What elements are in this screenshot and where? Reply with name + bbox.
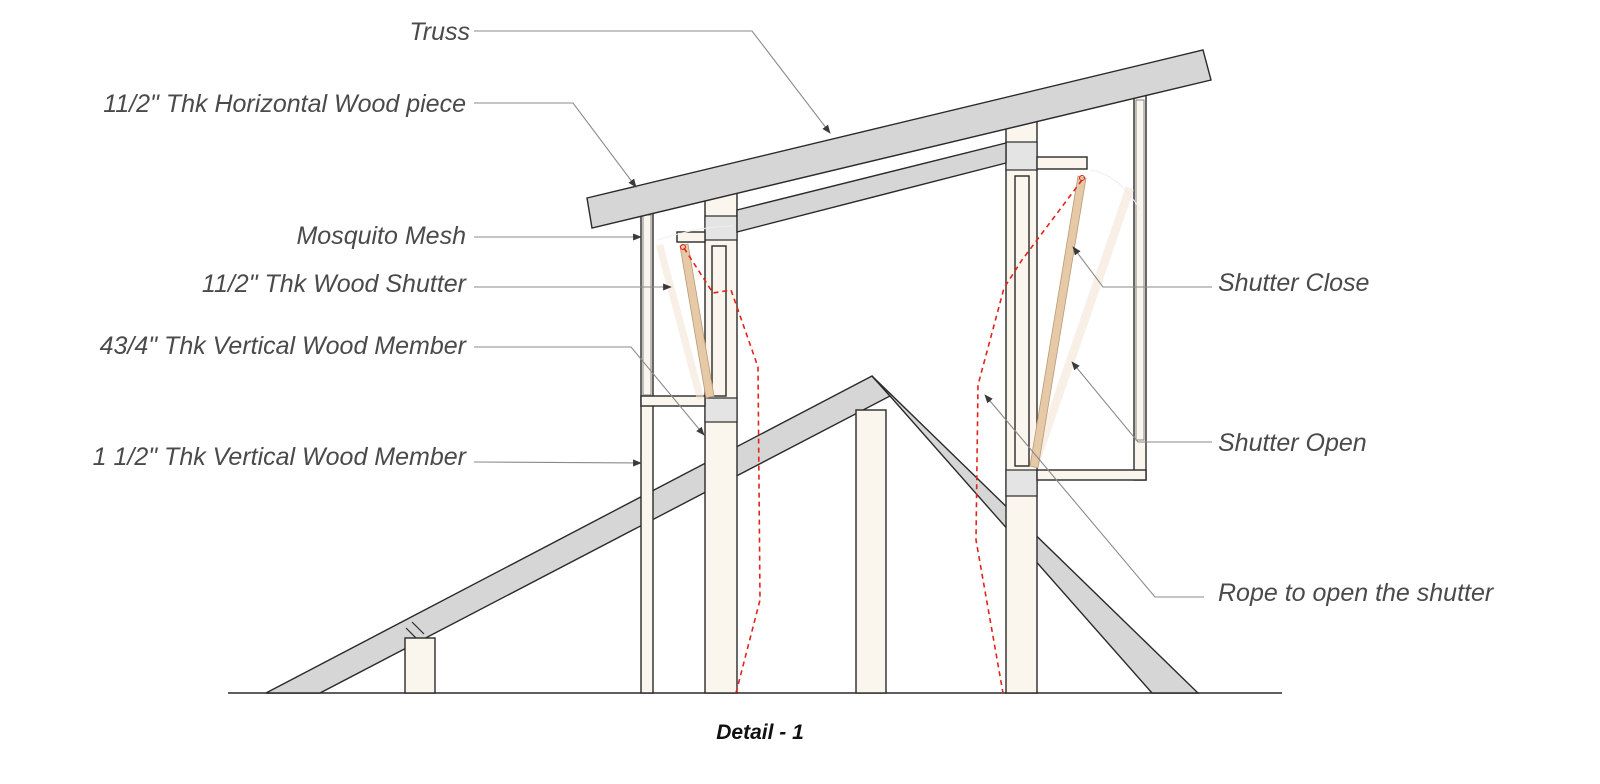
label-mosquito-mesh: Mosquito Mesh [296, 222, 466, 250]
label-rope: Rope to open the shutter [1218, 579, 1495, 607]
label-wood-shutter: 11/2" Thk Wood Shutter [202, 270, 468, 298]
right-wall [1005, 94, 1147, 694]
label-horizontal-wood: 11/2" Thk Horizontal Wood piece [103, 90, 466, 118]
label-vertical-member-1-1-2: 1 1/2" Thk Vertical Wood Member [93, 443, 468, 471]
label-shutter-close: Shutter Close [1218, 269, 1369, 297]
label-truss: Truss [409, 18, 470, 46]
leaders-left [473, 30, 831, 467]
left-wall [640, 192, 738, 694]
label-vertical-member-43-4: 43/4" Thk Vertical Wood Member [100, 332, 468, 360]
label-shutter-open: Shutter Open [1218, 429, 1367, 457]
rope [683, 179, 1083, 694]
leaders-right [984, 246, 1212, 598]
upper-truss [586, 49, 1212, 233]
caption: Detail - 1 [716, 721, 804, 744]
